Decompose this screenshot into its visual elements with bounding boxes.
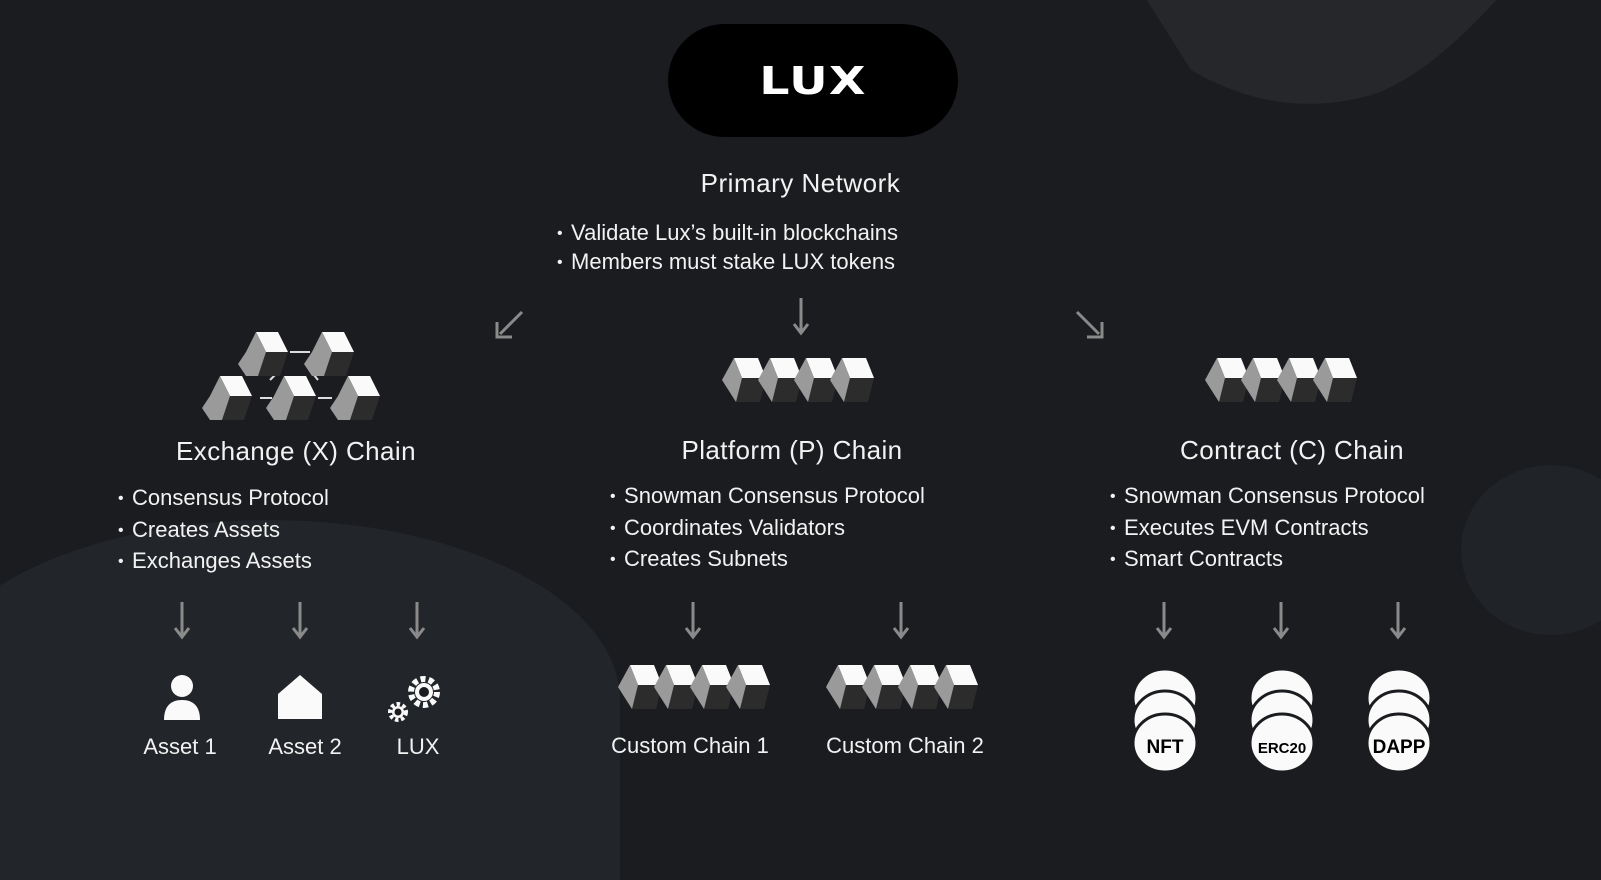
bullet: Members must stake LUX tokens [557, 249, 898, 278]
dapp-label: DAPP [1372, 737, 1426, 758]
nft-disc-stack-icon: NFT [1132, 668, 1198, 774]
bullet: Coordinates Validators [610, 514, 925, 546]
background-shape-top [1146, 0, 1497, 104]
user-icon [164, 675, 200, 720]
erc20-disc-stack-icon: ERC20 [1249, 668, 1315, 774]
exchange-chain-title: Exchange (X) Chain [176, 436, 416, 466]
arrow-down-icon [291, 602, 309, 640]
arrow-down-icon [892, 602, 910, 640]
primary-network-title: Primary Network [700, 168, 901, 198]
custom-chain-1-label: Custom Chain 1 [611, 733, 769, 758]
asset-2-label: Asset 2 [268, 734, 342, 759]
bullet: Snowman Consensus Protocol [610, 482, 925, 514]
bullet: Snowman Consensus Protocol [1110, 482, 1425, 514]
house-icon [278, 675, 322, 719]
bullet: Executes EVM Contracts [1110, 514, 1425, 546]
bullet: Smart Contracts [1110, 545, 1425, 577]
bullet: Exchanges Assets [118, 547, 329, 579]
erc20-label: ERC20 [1257, 739, 1307, 757]
arrow-down-icon [1389, 602, 1407, 640]
gears-icon [388, 676, 440, 722]
lux-logo: LUX [668, 24, 958, 137]
arrow-down-icon [1272, 602, 1290, 640]
arrow-down-icon [173, 602, 191, 640]
arrow-down-icon [408, 602, 426, 640]
bullet: Consensus Protocol [118, 484, 329, 516]
arrow-down-icon [684, 602, 702, 640]
exchange-chain-bullets: Consensus Protocol Creates Assets Exchan… [118, 484, 329, 579]
arrow-down-icon [792, 298, 810, 336]
contract-chain-title: Contract (C) Chain [1180, 435, 1404, 465]
platform-chain-cube-row [722, 358, 874, 402]
arrow-down-left-icon [495, 310, 524, 339]
background-shape-right [1461, 465, 1601, 635]
platform-chain-bullets: Snowman Consensus Protocol Coordinates V… [610, 482, 925, 577]
nft-label: NFT [1146, 737, 1184, 758]
primary-network-bullets: Validate Lux’s built-in blockchains Memb… [557, 220, 898, 278]
contract-chain-cube-row [1205, 358, 1357, 402]
arrow-down-icon [1155, 602, 1173, 640]
exchange-chain-cube-cluster [202, 332, 380, 420]
custom-chain-2-cubes [826, 665, 978, 709]
custom-chain-1-cubes [618, 665, 770, 709]
logo-text: LUX [759, 58, 867, 103]
bullet: Creates Assets [118, 516, 329, 548]
platform-chain-title: Platform (P) Chain [681, 435, 903, 465]
lux-label: LUX [396, 734, 440, 759]
bullet: Validate Lux’s built-in blockchains [557, 220, 898, 249]
arrow-down-right-icon [1075, 310, 1104, 339]
asset-1-label: Asset 1 [143, 734, 217, 759]
dapp-disc-stack-icon: DAPP [1366, 668, 1432, 774]
bullet: Creates Subnets [610, 545, 925, 577]
custom-chain-2-label: Custom Chain 2 [826, 733, 984, 758]
contract-chain-bullets: Snowman Consensus Protocol Executes EVM … [1110, 482, 1425, 577]
